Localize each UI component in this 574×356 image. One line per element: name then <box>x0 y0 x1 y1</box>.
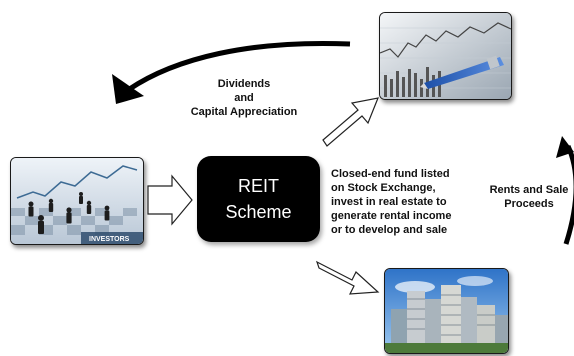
real-estate-image <box>384 268 509 354</box>
reit-scheme-title: REIT <box>237 176 279 196</box>
rents-label: Rents and Sale Proceeds <box>489 184 569 210</box>
reit-scheme-subtitle: Scheme <box>225 202 292 222</box>
rents-curved-arrow <box>563 144 574 245</box>
reit-scheme-box: REIT Scheme <box>197 156 320 242</box>
dividends-curved-arrow <box>126 41 351 93</box>
fund-description: Closed-end fund listed on Stock Exchange… <box>331 168 452 236</box>
stock-chart-image <box>379 12 512 100</box>
reit-to-market-arrow <box>322 97 379 147</box>
reit-to-property-arrow <box>315 260 380 295</box>
dividends-arrowhead <box>112 74 144 104</box>
investors-to-reit-arrow <box>147 174 193 226</box>
dividends-label: Dividends and Capital Appreciation <box>190 78 298 118</box>
investors-image: INVESTORS <box>10 157 144 245</box>
investors-caption: INVESTORS <box>89 236 130 243</box>
rents-arrowhead <box>556 136 574 158</box>
